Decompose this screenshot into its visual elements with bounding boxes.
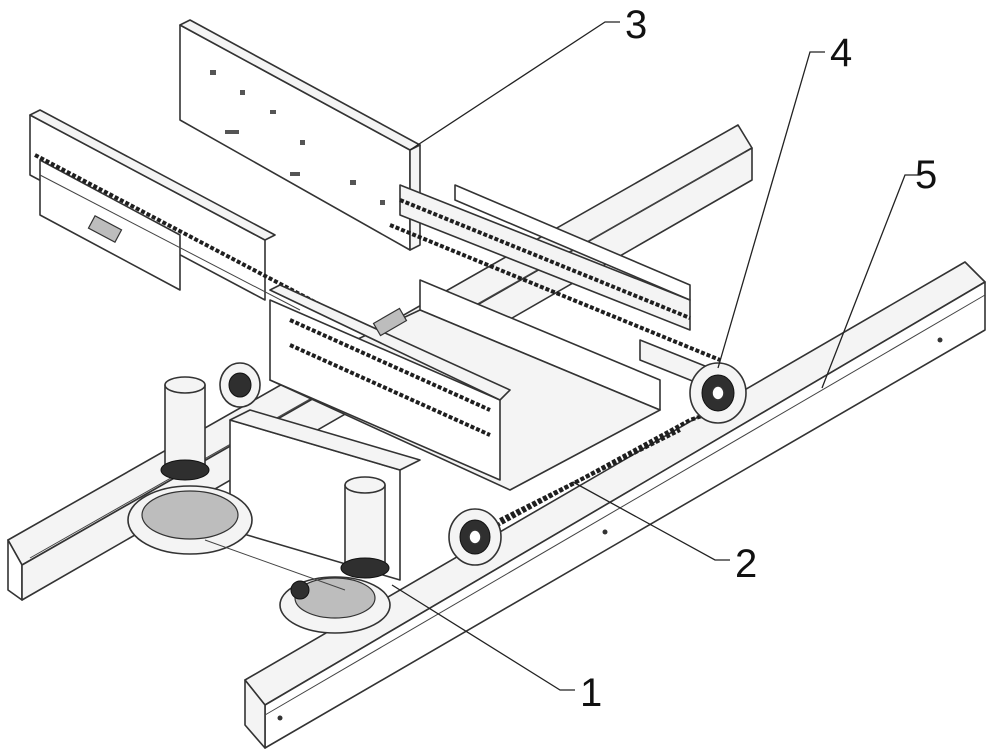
rail-front (244, 261, 986, 749)
door-frame-left (29, 109, 331, 312)
roller-front (448, 508, 502, 566)
callout-1: 1 (580, 671, 602, 715)
drive-unit (127, 376, 391, 634)
callout-2: 2 (735, 542, 757, 586)
callout-3: 3 (625, 3, 647, 47)
callout-5: 5 (915, 153, 937, 197)
roller-4 (689, 362, 747, 424)
roller-back (219, 362, 261, 408)
callout-labels: 3 4 5 2 1 (580, 3, 937, 715)
leader-lines (391, 21, 920, 691)
carriage-frame (269, 279, 661, 491)
callout-4: 4 (830, 31, 852, 75)
